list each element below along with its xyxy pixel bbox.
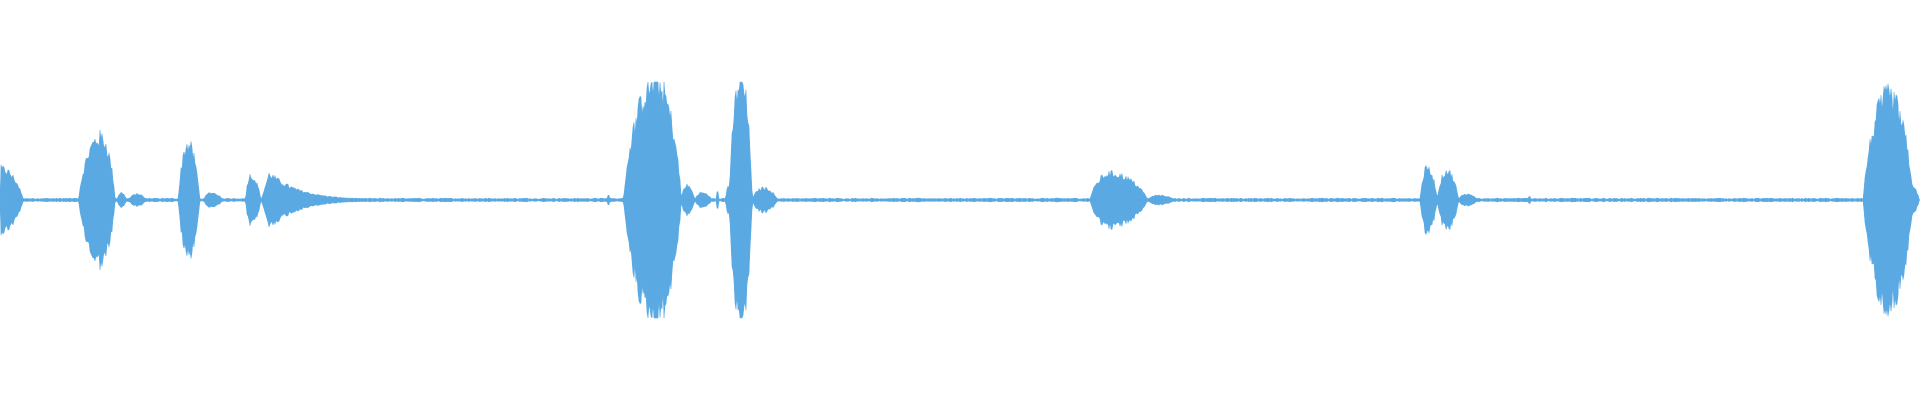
- waveform-layer: [0, 81, 1920, 319]
